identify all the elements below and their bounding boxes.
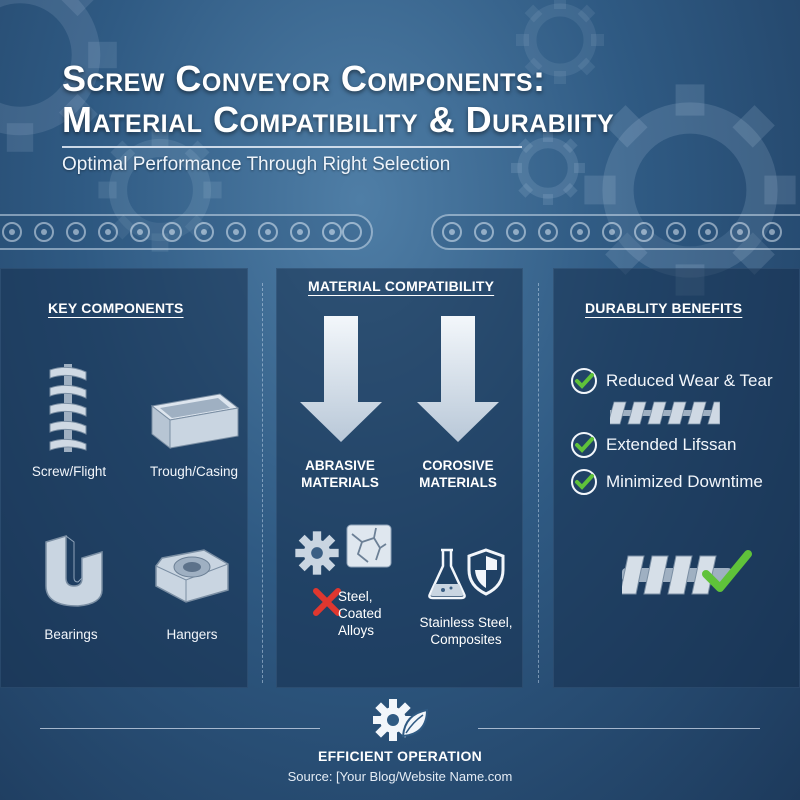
benefit-label: Minimized Downtime xyxy=(606,472,763,491)
divider xyxy=(262,283,263,683)
component-label-trough: Trough/Casing xyxy=(149,464,239,479)
bearing-icon xyxy=(45,534,103,607)
page-subtitle: Optimal Performance Through Right Select… xyxy=(62,154,451,175)
benefit-item: Minimized Downtime xyxy=(570,468,763,496)
material-compatibility-title: MATERIAL COMPATIBILITY xyxy=(308,278,495,294)
abrasive-materials-label: ABRASIVE MATERIALS xyxy=(301,458,379,490)
durability-benefits-title: DURABLITY BENEFITS xyxy=(585,300,743,316)
check-circle-icon xyxy=(571,469,597,495)
gear-icon xyxy=(295,531,339,575)
component-label-screw: Screw/Flight xyxy=(31,464,107,479)
abrasive-result-label: Steel, Coated Alloys xyxy=(338,589,382,638)
component-label-hangers: Hangers xyxy=(166,627,218,642)
divider xyxy=(538,283,539,683)
footer-line-left xyxy=(40,728,320,729)
page-title: Screw Conveyor Components: Material Comp… xyxy=(62,58,762,140)
durability-benefits-panel xyxy=(553,268,800,688)
conveyor-belt-right xyxy=(431,214,800,250)
key-components-title: KEY COMPONENTS xyxy=(48,300,184,316)
screw-shaft-icon xyxy=(610,401,720,425)
cross-icon xyxy=(313,588,341,616)
header: Screw Conveyor Components: Material Comp… xyxy=(62,58,762,176)
check-circle-icon xyxy=(571,368,597,394)
footer-title: EFFICIENT OPERATION xyxy=(317,748,483,764)
arrow-down-icon xyxy=(417,316,499,442)
key-components-panel xyxy=(0,268,248,688)
check-circle-icon xyxy=(571,432,597,458)
benefit-label: Reduced Wear & Tear xyxy=(606,371,773,390)
benefit-item: Extended Lifssan xyxy=(570,431,736,459)
title-line-2: Material Compatibility & Durabiity xyxy=(62,99,615,140)
screw-check-icon xyxy=(622,550,752,595)
title-line-1: Screw Conveyor Components: xyxy=(62,58,546,99)
hanger-icon xyxy=(155,549,229,603)
screw-flight-icon xyxy=(49,364,87,452)
gear-leaf-icon xyxy=(373,699,429,741)
arrow-down-icon xyxy=(300,316,382,442)
component-label-bearings: Bearings xyxy=(44,627,98,642)
footer-line-right xyxy=(478,728,760,729)
corrosive-result-label: Stainless Steel, Composites xyxy=(419,615,513,647)
trough-icon xyxy=(150,393,240,450)
benefit-label: Extended Lifssan xyxy=(606,435,737,454)
shield-icon xyxy=(467,548,505,596)
material-compatibility-panel xyxy=(276,268,523,688)
corrosive-materials-label: COROSIVE MATERIALS xyxy=(419,458,497,490)
title-divider xyxy=(62,146,522,148)
footer-source: Source: [Your Blog/Website Name.com xyxy=(287,769,513,784)
flask-icon xyxy=(428,548,466,600)
cracked-stone-icon xyxy=(346,524,392,568)
benefit-item: Reduced Wear & Tear xyxy=(570,367,773,395)
conveyor-belt-left xyxy=(0,214,373,250)
